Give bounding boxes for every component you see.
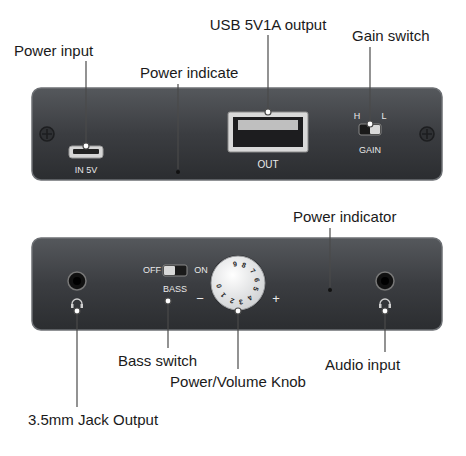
switch-label: L	[381, 112, 386, 121]
switch-label: OFF	[143, 266, 161, 275]
callout-label: Audio input	[325, 356, 400, 373]
switch-label: BASS	[163, 285, 187, 294]
knob-digit: 5	[252, 286, 260, 292]
audio-input-jack	[376, 272, 394, 308]
port-label: IN 5V	[75, 166, 98, 175]
usb-a-port	[228, 112, 308, 152]
knob-digit: 6	[253, 277, 261, 282]
callout-label: Power indicator	[293, 208, 396, 225]
callout-label: Gain switch	[352, 27, 430, 44]
knob-digit: 1	[220, 291, 228, 298]
volume-knob: 0 1234 5 6 789	[211, 256, 265, 310]
top-panel-body	[32, 88, 442, 180]
power-led	[328, 288, 332, 292]
bottom-panel-body	[32, 238, 442, 330]
power-led	[176, 170, 180, 174]
knob-digit: 0	[215, 284, 223, 289]
callout-label: 3.5mm Jack Output	[28, 411, 158, 428]
knob-digit: 4	[246, 294, 253, 302]
callout-label: Bass switch	[118, 352, 197, 369]
top-panel: IN 5V OUT H L GAIN	[32, 88, 442, 180]
switch-label: H	[354, 112, 361, 121]
knob-digit: 8	[241, 261, 247, 269]
volume-knob	[210, 255, 266, 311]
bass-switch	[163, 265, 187, 276]
bottom-panel: OFF ON BASS− +0 1234 5 6 789	[32, 238, 442, 330]
volume-sign: +	[272, 292, 280, 305]
callout-label: USB 5V1A output	[210, 16, 327, 33]
knob-digit: 3	[239, 298, 244, 306]
headphone-jack	[68, 272, 86, 308]
callout-label: Power input	[14, 42, 93, 59]
callout-label: Power indicate	[140, 64, 238, 81]
switch-label: GAIN	[359, 146, 381, 155]
knob-digit: 2	[228, 297, 234, 305]
volume-sign: −	[196, 292, 204, 305]
port-label: OUT	[257, 160, 278, 170]
callout-label: Power/Volume Knob	[170, 373, 306, 390]
knob-digit: 7	[249, 267, 257, 274]
knob-digit: 9	[232, 260, 237, 268]
switch-label: ON	[194, 266, 208, 275]
